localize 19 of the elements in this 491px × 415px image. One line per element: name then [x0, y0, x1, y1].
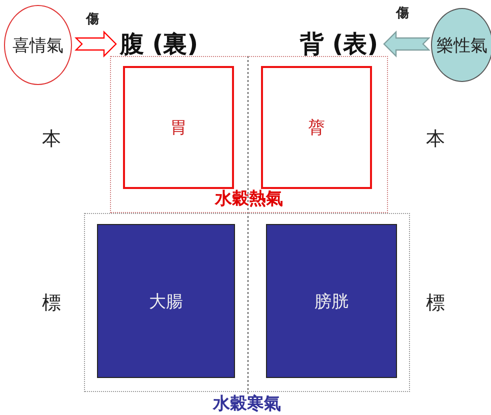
group-title: 水穀寒氣 [213, 393, 281, 415]
region-heading: 背 (表) [298, 26, 380, 62]
block-arrow [383, 30, 430, 58]
region-heading: 腹 (裏) [118, 26, 200, 62]
organ-box: 大腸 [97, 224, 235, 378]
row-label: 標 [426, 291, 445, 316]
edge-label: 傷 [396, 5, 409, 22]
row-label: 標 [42, 291, 61, 316]
group-frame [110, 56, 388, 213]
block-arrow [74, 30, 117, 58]
organ-box: 膂 [261, 66, 372, 189]
emotion-circle: 喜情氣 [4, 5, 72, 85]
edge-label: 傷 [86, 11, 99, 28]
organ-box: 膀胱 [266, 224, 397, 378]
row-label: 本 [426, 127, 445, 152]
group-title: 水穀熱氣 [215, 188, 283, 210]
nature-circle: 樂性氣 [431, 8, 491, 82]
row-label: 本 [42, 127, 61, 152]
organ-box: 胃 [123, 66, 234, 189]
